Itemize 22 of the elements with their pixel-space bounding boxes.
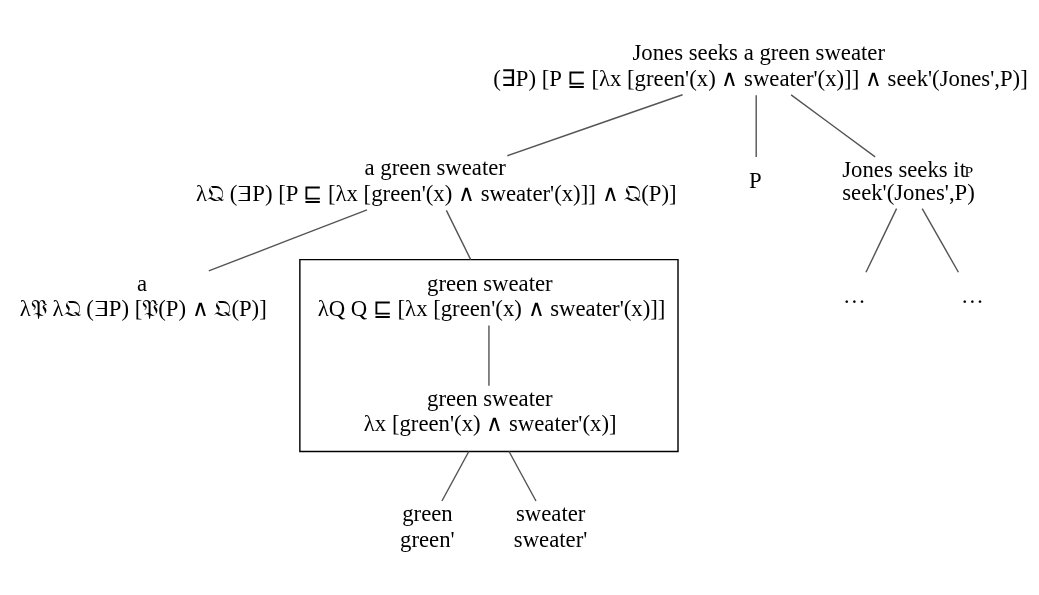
connector [865, 207, 898, 273]
connector [445, 209, 472, 260]
node-text: … [842, 282, 866, 308]
cluster [299, 258, 679, 452]
node-text: Jones seeks a green sweater (∃P) [P ⊑ [λx [green'(x) ∧ sweater'(x)]] ∧ seek'(Jones',P)] [493, 39, 1028, 91]
connector [790, 93, 876, 158]
node-text: green sweater λQ Q ⊑ [λx [green'(x) ∧ sweater'(x)]] [317, 270, 666, 321]
connector [208, 208, 368, 272]
connector [506, 93, 684, 156]
node-text: Jones seeks itP seek'(Jones',P) [842, 156, 975, 205]
connector [508, 450, 537, 502]
connector [441, 450, 470, 502]
node-text: a green sweater λ𝔔 (∃P) [P ⊑ [λx [green'(x) ∧ sweater'(x)]] ∧ 𝔔(P)] [196, 154, 677, 206]
connector [755, 93, 757, 158]
node-text: P [749, 167, 762, 193]
node-text: green sweater λx [green'(x) ∧ sweater'(x)] [363, 385, 617, 436]
node-text: … [960, 282, 984, 308]
connector [488, 324, 490, 387]
connector [921, 207, 960, 273]
node-text: green green' [400, 500, 455, 551]
node-text: sweater sweater' [513, 500, 588, 551]
node-text: a λ𝔓 λ𝔔 (∃P) [𝔓(P) ∧ 𝔔(P)] [19, 270, 267, 321]
